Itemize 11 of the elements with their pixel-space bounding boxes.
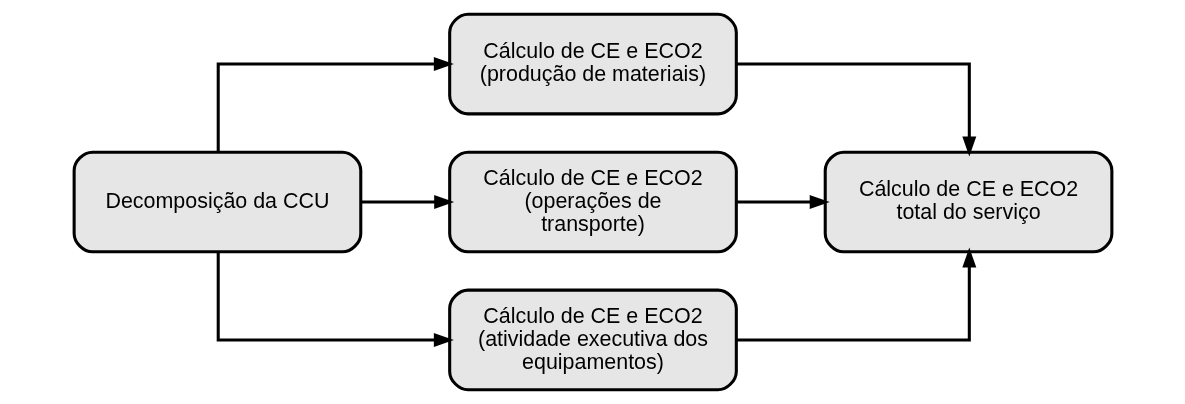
node-box: Cálculo de CE e ECO2 (operações de transporte): [447, 150, 738, 254]
node-box: Cálculo de CE e ECO2 total do serviço: [823, 150, 1113, 254]
arrow: [216, 252, 454, 347]
node-box: Decomposição da CCU: [72, 150, 362, 254]
node-box: Cálculo de CE e ECO2 (produção de materiais): [447, 12, 738, 116]
arrow: [216, 57, 454, 152]
node-box: Cálculo de CE e ECO2 (atividade executiva dos equipamentos): [447, 288, 738, 392]
arrow: [735, 247, 976, 342]
arrow: [736, 195, 830, 209]
arrow: [735, 62, 976, 157]
arrow: [360, 195, 454, 209]
